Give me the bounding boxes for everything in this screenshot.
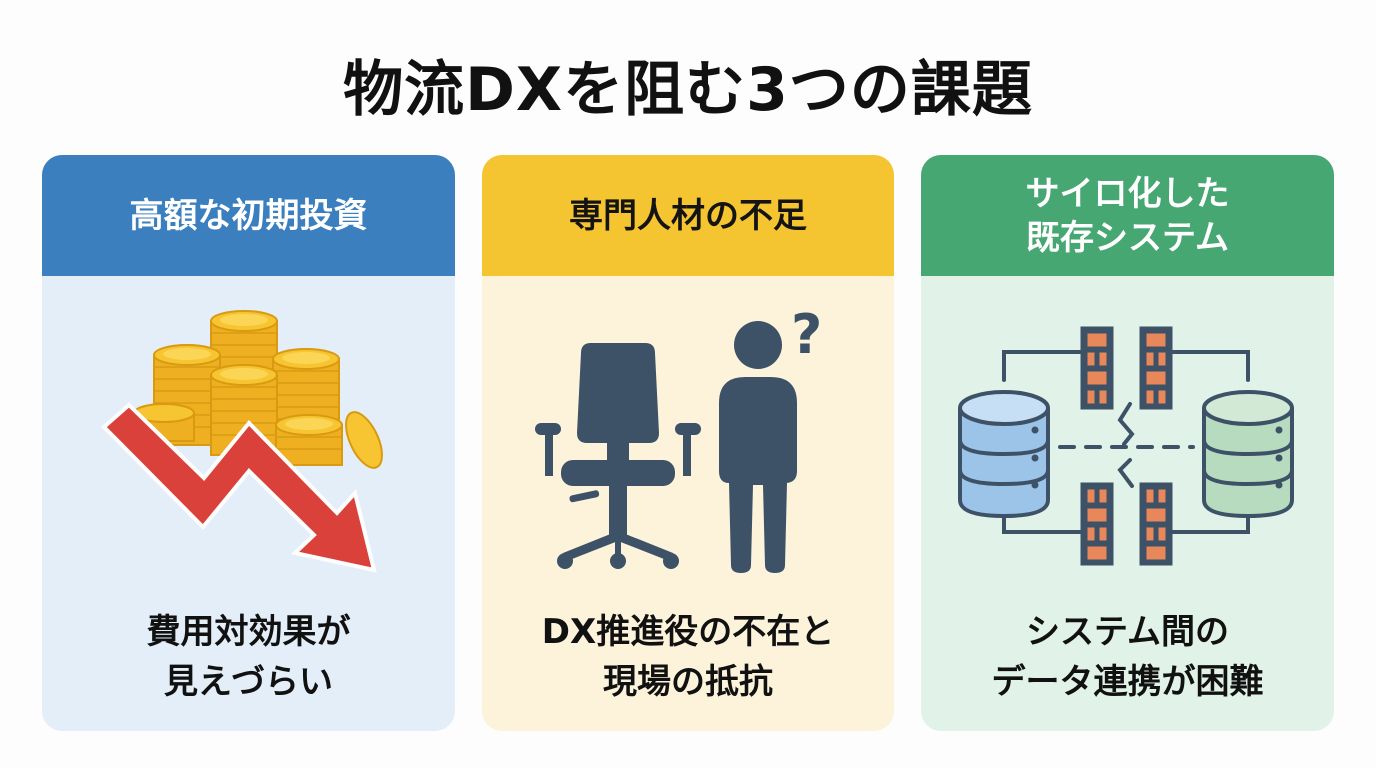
- card-header-text: 高額な初期投資: [129, 195, 368, 236]
- card-footer-text: 現場の抵抗: [603, 662, 773, 702]
- card-header: 高額な初期投資: [42, 155, 455, 276]
- card-header: 専門人材の不足: [482, 155, 894, 276]
- svg-text:?: ?: [791, 305, 822, 366]
- card-footer: 費用対効果が 見えづらい: [42, 607, 455, 707]
- card-header-text: 既存システム: [1026, 217, 1229, 258]
- card-footer-text: DX推進役の不在と: [541, 612, 835, 652]
- challenge-card-talent-shortage: 専門人材の不足: [482, 155, 894, 731]
- empty-chair-and-confused-person-icon: ?: [482, 295, 894, 595]
- card-footer-text: システム間の: [1026, 612, 1229, 652]
- card-header-text: 専門人材の不足: [569, 195, 807, 236]
- challenge-card-siloed-systems: サイロ化した 既存システム: [921, 155, 1334, 731]
- card-footer-text: 費用対効果が: [146, 612, 351, 652]
- card-footer-text: 見えづらい: [164, 662, 333, 702]
- card-footer: DX推進役の不在と 現場の抵抗: [482, 607, 894, 707]
- page-title: 物流DXを阻む3つの課題: [343, 55, 1033, 125]
- card-footer-text: データ連携が困難: [991, 662, 1264, 702]
- disconnected-databases-with-firewalls-icon: [921, 295, 1334, 595]
- challenge-card-initial-investment: 高額な初期投資: [42, 155, 455, 731]
- card-header-text: サイロ化した: [1025, 173, 1230, 214]
- card-header: サイロ化した 既存システム: [921, 155, 1334, 276]
- card-footer: システム間の データ連携が困難: [921, 607, 1334, 707]
- coin-stacks-with-falling-arrow-icon: [42, 295, 455, 595]
